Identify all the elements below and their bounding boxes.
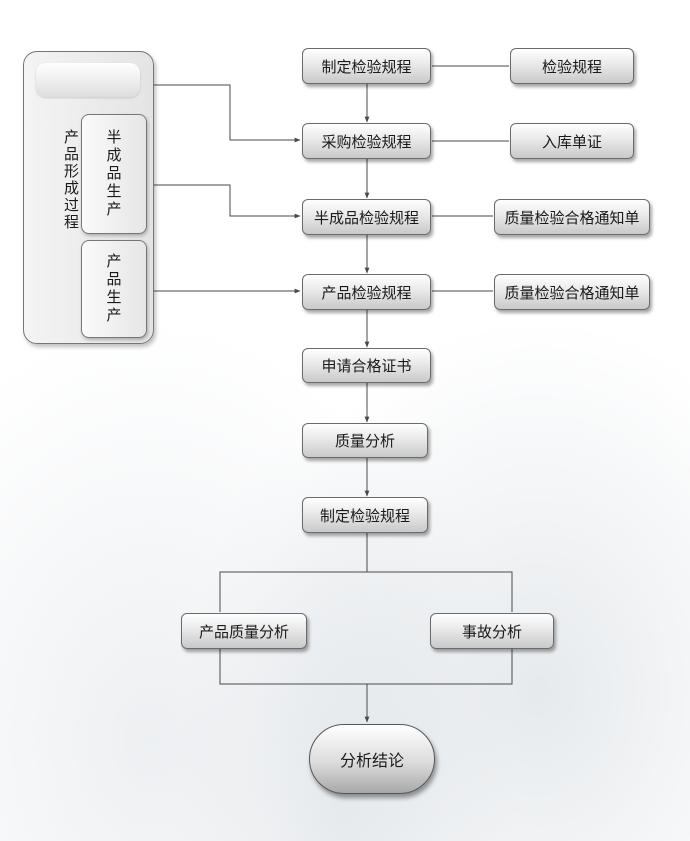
panel-gloss bbox=[36, 63, 140, 97]
step-procurement-rules-label: 采购检验规程 bbox=[321, 132, 412, 151]
stage-product[interactable]: 产品生产 bbox=[81, 240, 147, 338]
connector-stage1-to-step3 bbox=[146, 184, 301, 219]
analysis-conclusion[interactable]: 分析结论 bbox=[309, 724, 435, 794]
step-semi-finished-rules[interactable]: 半成品检验规程 bbox=[302, 199, 431, 235]
stage-semi-finished[interactable]: 半成品生产 bbox=[81, 114, 147, 234]
output-inspection-rules-label: 检验规程 bbox=[541, 57, 602, 76]
analysis-conclusion-label: 分析结论 bbox=[339, 751, 404, 770]
panel-title: 产品形成过程 bbox=[62, 129, 80, 231]
step-quality-analysis[interactable]: 质量分析 bbox=[302, 423, 428, 458]
step-inspection-rules-1[interactable]: 制定检验规程 bbox=[302, 48, 431, 84]
product-formation-panel: 产品形成过程 半成品生产 产品生产 bbox=[23, 51, 154, 344]
output-warehouse-receipt-label: 入库单证 bbox=[541, 132, 602, 151]
step-semi-finished-rules-label: 半成品检验规程 bbox=[313, 208, 419, 227]
stage-product-label: 产品生产 bbox=[104, 253, 123, 325]
step-apply-certificate[interactable]: 申请合格证书 bbox=[302, 348, 431, 383]
step-inspection-rules-1-label: 制定检验规程 bbox=[321, 57, 412, 76]
output-warehouse-receipt[interactable]: 入库单证 bbox=[510, 123, 634, 159]
merge-bracket bbox=[219, 648, 513, 685]
step-inspection-rules-2-label: 制定检验规程 bbox=[319, 506, 410, 525]
output-quality-pass-notice-2-label: 质量检验合格通知单 bbox=[504, 283, 640, 302]
branch-product-quality-analysis-label: 产品质量分析 bbox=[198, 622, 289, 641]
step-inspection-rules-2[interactable]: 制定检验规程 bbox=[302, 497, 428, 533]
branch-accident-analysis[interactable]: 事故分析 bbox=[430, 613, 554, 649]
output-quality-pass-notice-2[interactable]: 质量检验合格通知单 bbox=[494, 274, 650, 310]
output-quality-pass-notice-1-label: 质量检验合格通知单 bbox=[504, 208, 640, 227]
step-product-rules-label: 产品检验规程 bbox=[321, 283, 412, 302]
step-apply-certificate-label: 申请合格证书 bbox=[321, 357, 412, 375]
branch-accident-analysis-label: 事故分析 bbox=[461, 622, 522, 641]
step-quality-analysis-label: 质量分析 bbox=[334, 432, 395, 450]
stage-semi-finished-label: 半成品生产 bbox=[104, 129, 123, 219]
step-procurement-rules[interactable]: 采购检验规程 bbox=[302, 123, 431, 159]
branch-product-quality-analysis[interactable]: 产品质量分析 bbox=[181, 613, 307, 649]
output-quality-pass-notice-1[interactable]: 质量检验合格通知单 bbox=[494, 199, 650, 235]
connector-panel-to-step2 bbox=[154, 84, 301, 143]
step-product-rules[interactable]: 产品检验规程 bbox=[302, 274, 431, 310]
branch-bracket bbox=[219, 571, 513, 612]
output-inspection-rules[interactable]: 检验规程 bbox=[510, 48, 634, 84]
